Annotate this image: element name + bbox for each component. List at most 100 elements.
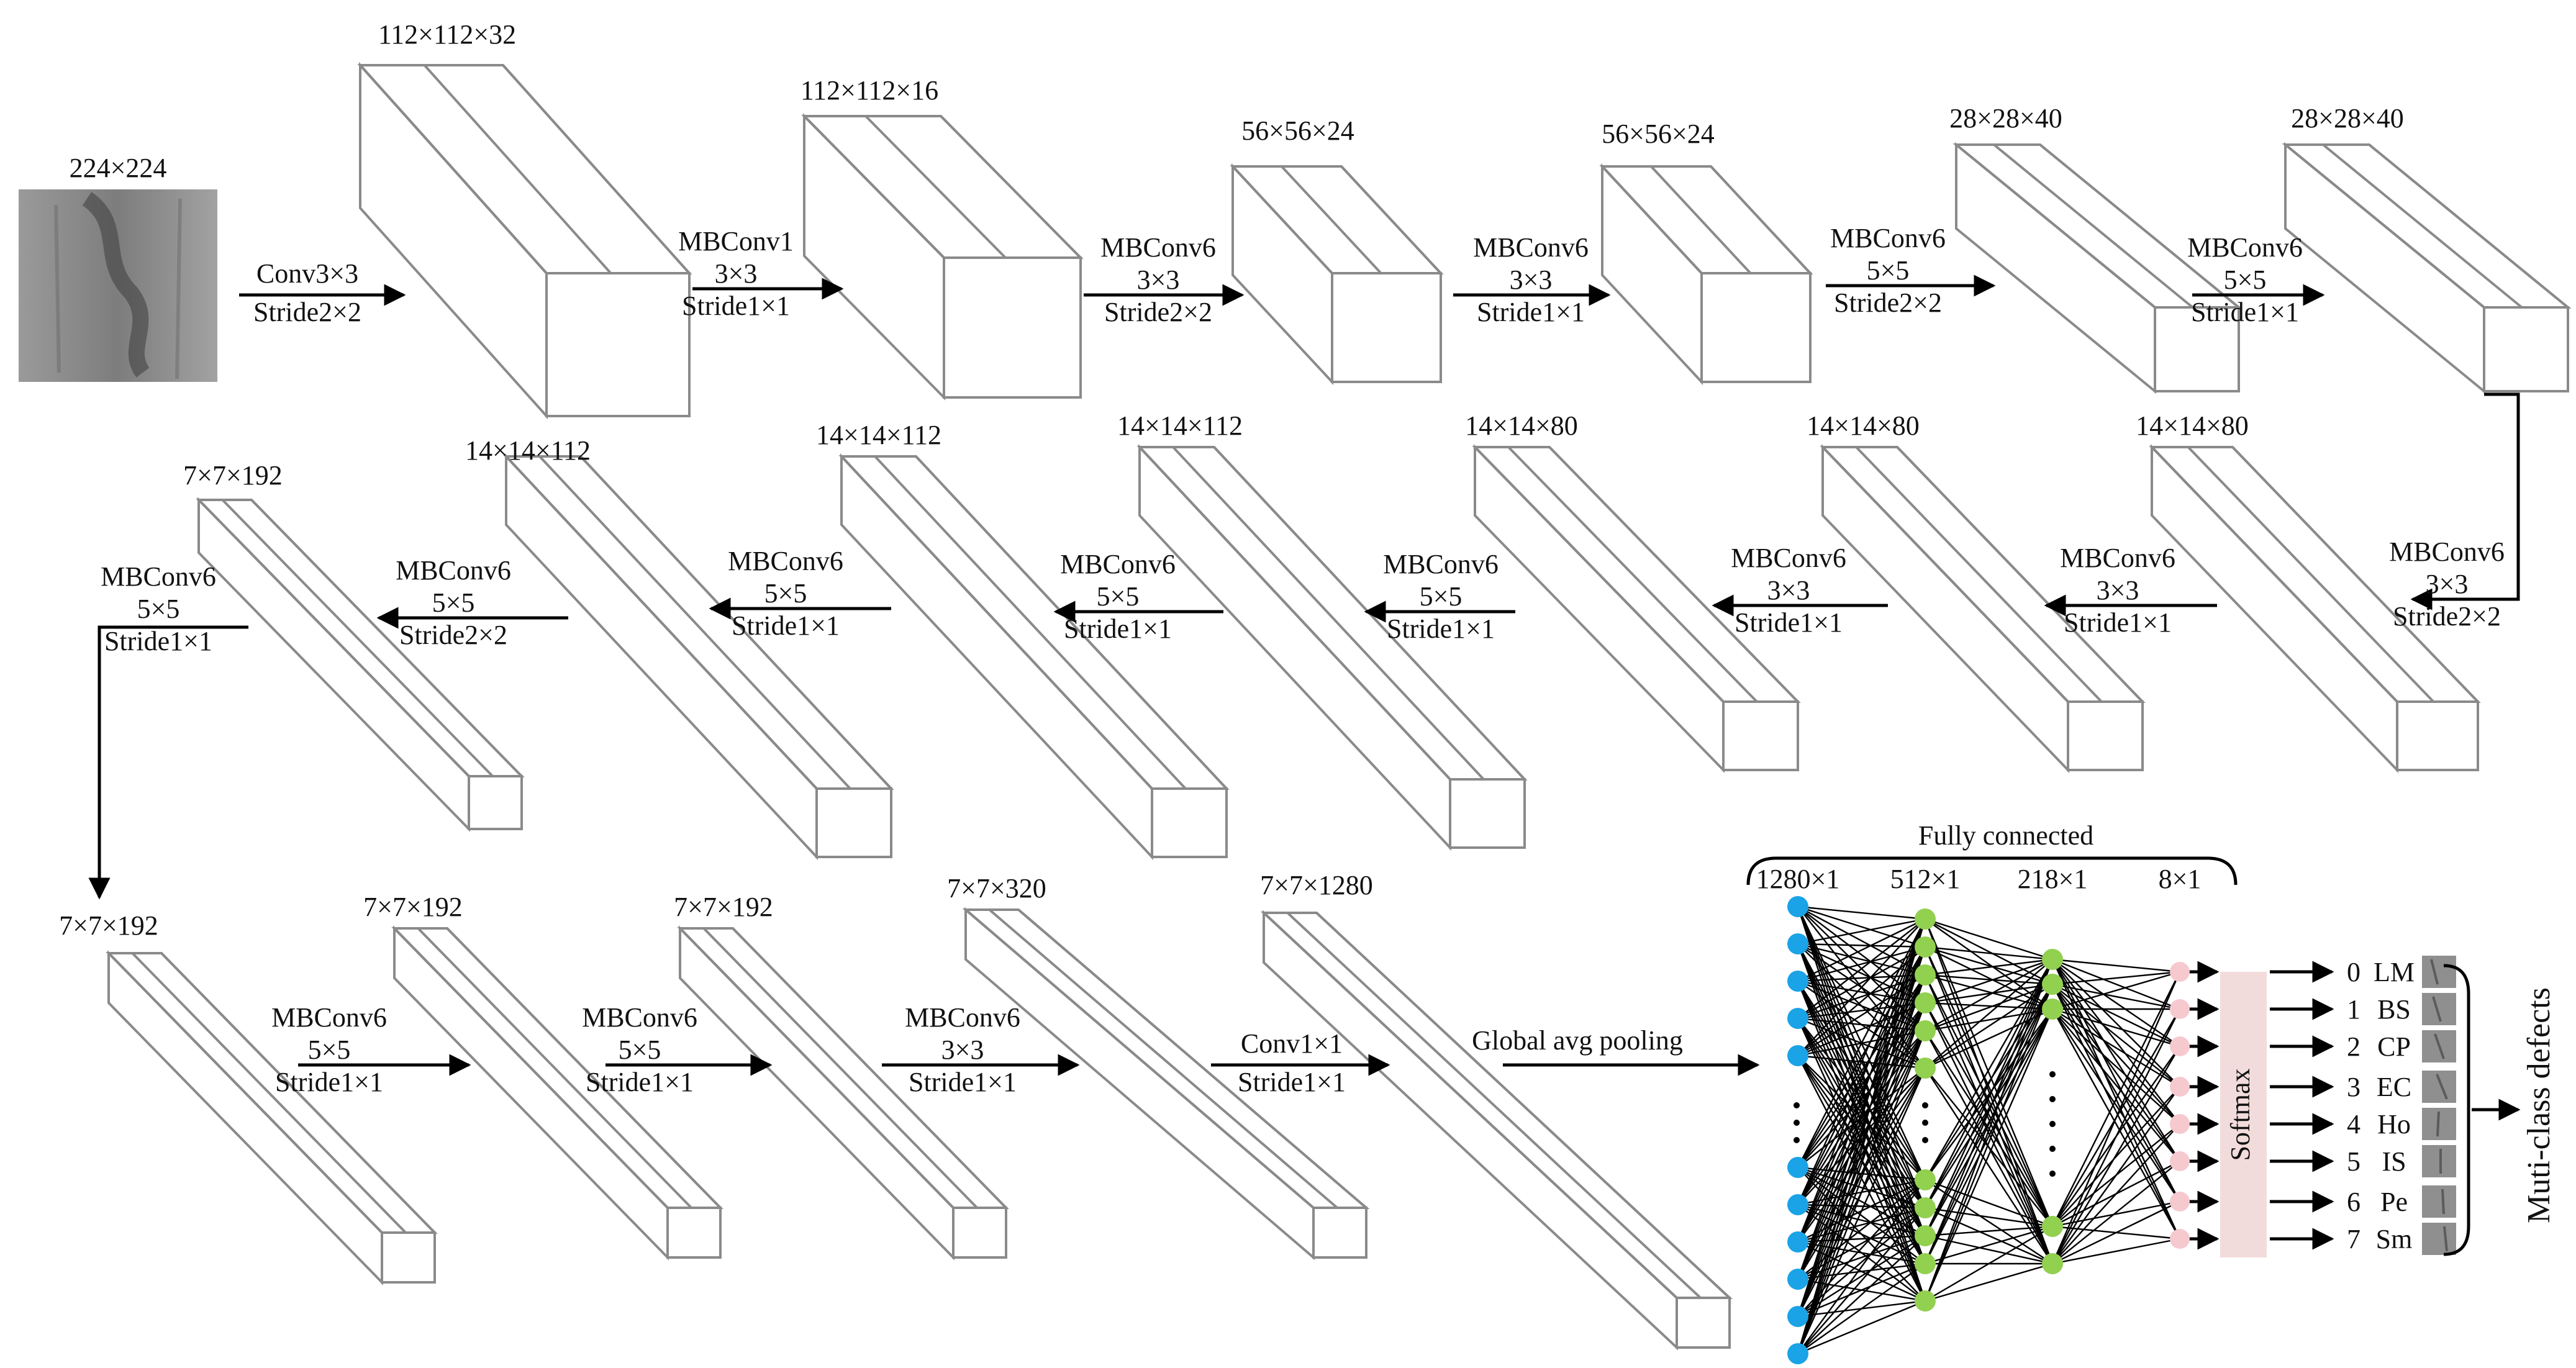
fc-title: Fully connected [1918,820,2093,851]
class-name-Sm: Sm [2376,1224,2413,1254]
row3-op-1-name: MBConv6 [271,1002,387,1033]
class-thumbnail-CP [2422,1030,2456,1062]
fc-node-l2-11 [1915,1290,1936,1311]
row1-block-6 [2282,142,2572,394]
fc-node-l1-5 [1787,1045,1808,1066]
class-index-3: 3 [2347,1072,2361,1102]
row3-block-4-size: 7×7×320 [947,873,1046,904]
row3-op-1-stride: Stride1×1 [275,1067,383,1097]
row2-block-2 [1820,444,2146,773]
class-name-BS: BS [2377,994,2411,1025]
row1-block-4 [1599,163,1813,386]
class-name-EC: EC [2377,1072,2411,1102]
operation-arrows [88,274,2520,1250]
row1-op-5-stride: Stride2×2 [1834,288,1942,318]
row3-op-3-name: MBConv6 [905,1002,1020,1033]
row2-op-1-stride: Stride2×2 [2393,601,2501,632]
row1-op-1-stride: Stride2×2 [253,297,361,327]
row2-block-2-size: 14×14×80 [1807,410,1920,441]
fc-node-l2-6 [1915,1058,1936,1079]
row2-block-5-size: 14×14×112 [816,420,941,450]
row3-block-5 [1260,910,1733,1351]
fc-node-l1-10 [1787,1306,1808,1327]
fc-node-l4-2 [2170,999,2190,1019]
softmax-box [2220,972,2267,1257]
row1-block-4-size: 56×56×24 [1602,119,1715,149]
row3-op-1-kernel: 5×5 [308,1035,351,1065]
row1-op-6-kernel: 5×5 [2224,265,2267,295]
row2-op-4-name: MBConv6 [1383,549,1499,579]
fc-node-l3-1 [2042,949,2063,970]
row2-op-2-name: MBConv6 [2060,543,2175,573]
row2-block-1 [2149,444,2481,773]
fc-node-l1-6 [1787,1157,1808,1178]
class-name-IS: IS [2382,1146,2406,1177]
fc-layer-size-2: 512×1 [1890,864,1961,894]
fc-node-l1-7 [1787,1194,1808,1215]
row1-op-2-stride: Stride1×1 [682,291,790,321]
row1-block-3 [1230,163,1444,386]
row2-block-3 [1472,444,1801,773]
class-name-Ho: Ho [2377,1109,2411,1139]
row1-op-1-name: Conv3×3 [256,258,358,289]
input-size-label: 224×224 [70,153,167,183]
row3-op-2-name: MBConv6 [582,1002,697,1033]
row2-op-4-stride: Stride1×1 [1387,614,1495,644]
row1-op-5-kernel: 5×5 [1867,255,1910,286]
fc-node-l2-2 [1915,936,1936,958]
fc-node-l2-1 [1915,908,1936,930]
row1-block-6-size: 28×28×40 [2291,103,2404,134]
fc-node-l2-7 [1915,1169,1936,1190]
row2-op-5-stride: Stride1×1 [1064,614,1172,644]
row3-block-3-size: 7×7×192 [674,892,773,922]
fc-node-l1-4 [1787,1008,1808,1029]
row3-op-2-stride: Stride1×1 [586,1067,694,1097]
row1-op-3-stride: Stride2×2 [1104,297,1212,327]
row2-op-7-stride: Stride2×2 [399,620,507,650]
fc-node-l2-4 [1915,992,1936,1013]
row2-op-6-stride: Stride1×1 [732,610,840,641]
class-index-2: 2 [2347,1031,2361,1062]
row3-op-3-stride: Stride1×1 [909,1067,1017,1097]
row2-block-6-size: 14×14×112 [465,435,591,466]
fc-node-l4-6 [2170,1151,2190,1171]
row2-op-8-stride: Stride1×1 [104,626,212,656]
row3-block-5-size: 7×7×1280 [1260,870,1373,900]
row3-block-1 [106,950,438,1285]
row1-op-3-name: MBConv6 [1100,232,1216,263]
class-index-6: 6 [2347,1187,2361,1217]
class-name-Pe: Pe [2380,1187,2408,1217]
softmax-label: Softmax [2225,1068,2256,1161]
row2-block-1-size: 14×14×80 [2136,410,2249,441]
row2-op-6-kernel: 5×5 [764,578,807,609]
fc-node-l1-1 [1787,896,1808,917]
class-index-7: 7 [2347,1224,2361,1254]
row1-block-5 [1952,142,2243,394]
row3-block-2 [391,925,723,1261]
row1-to-row2-connector [2410,392,2520,610]
fc-node-l3-5 [2042,1253,2063,1274]
fc-node-l4-4 [2170,1077,2190,1097]
row2-block-5 [838,453,1230,861]
fc-ellipsis [1794,1071,2056,1177]
row2-op-5-kernel: 5×5 [1097,581,1140,612]
row1-block-1 [357,61,692,420]
global-pool-label: Global avg pooling [1472,1025,1683,1056]
row3-op-4-stride: Stride1×1 [1238,1067,1346,1097]
fc-node-l4-1 [2170,962,2190,982]
row2-to-row3-connector [88,625,248,900]
row1-block-2-size: 112×112×16 [800,75,938,106]
fc-node-l1-9 [1787,1269,1808,1290]
fc-node-l3-3 [2042,999,2063,1020]
fc-connections [1797,905,2181,1355]
row3-op-3-kernel: 3×3 [941,1035,984,1065]
row2-op-3-kernel: 3×3 [1767,575,1810,605]
fc-node-l2-5 [1915,1020,1936,1041]
multi-class-label: Muti-class defects [2521,987,2557,1223]
class-index-0: 0 [2347,957,2361,987]
row3-op-2-kernel: 5×5 [619,1035,661,1065]
row2-op-1-kernel: 3×3 [2426,569,2469,599]
row2-op-7-name: MBConv6 [396,555,511,586]
